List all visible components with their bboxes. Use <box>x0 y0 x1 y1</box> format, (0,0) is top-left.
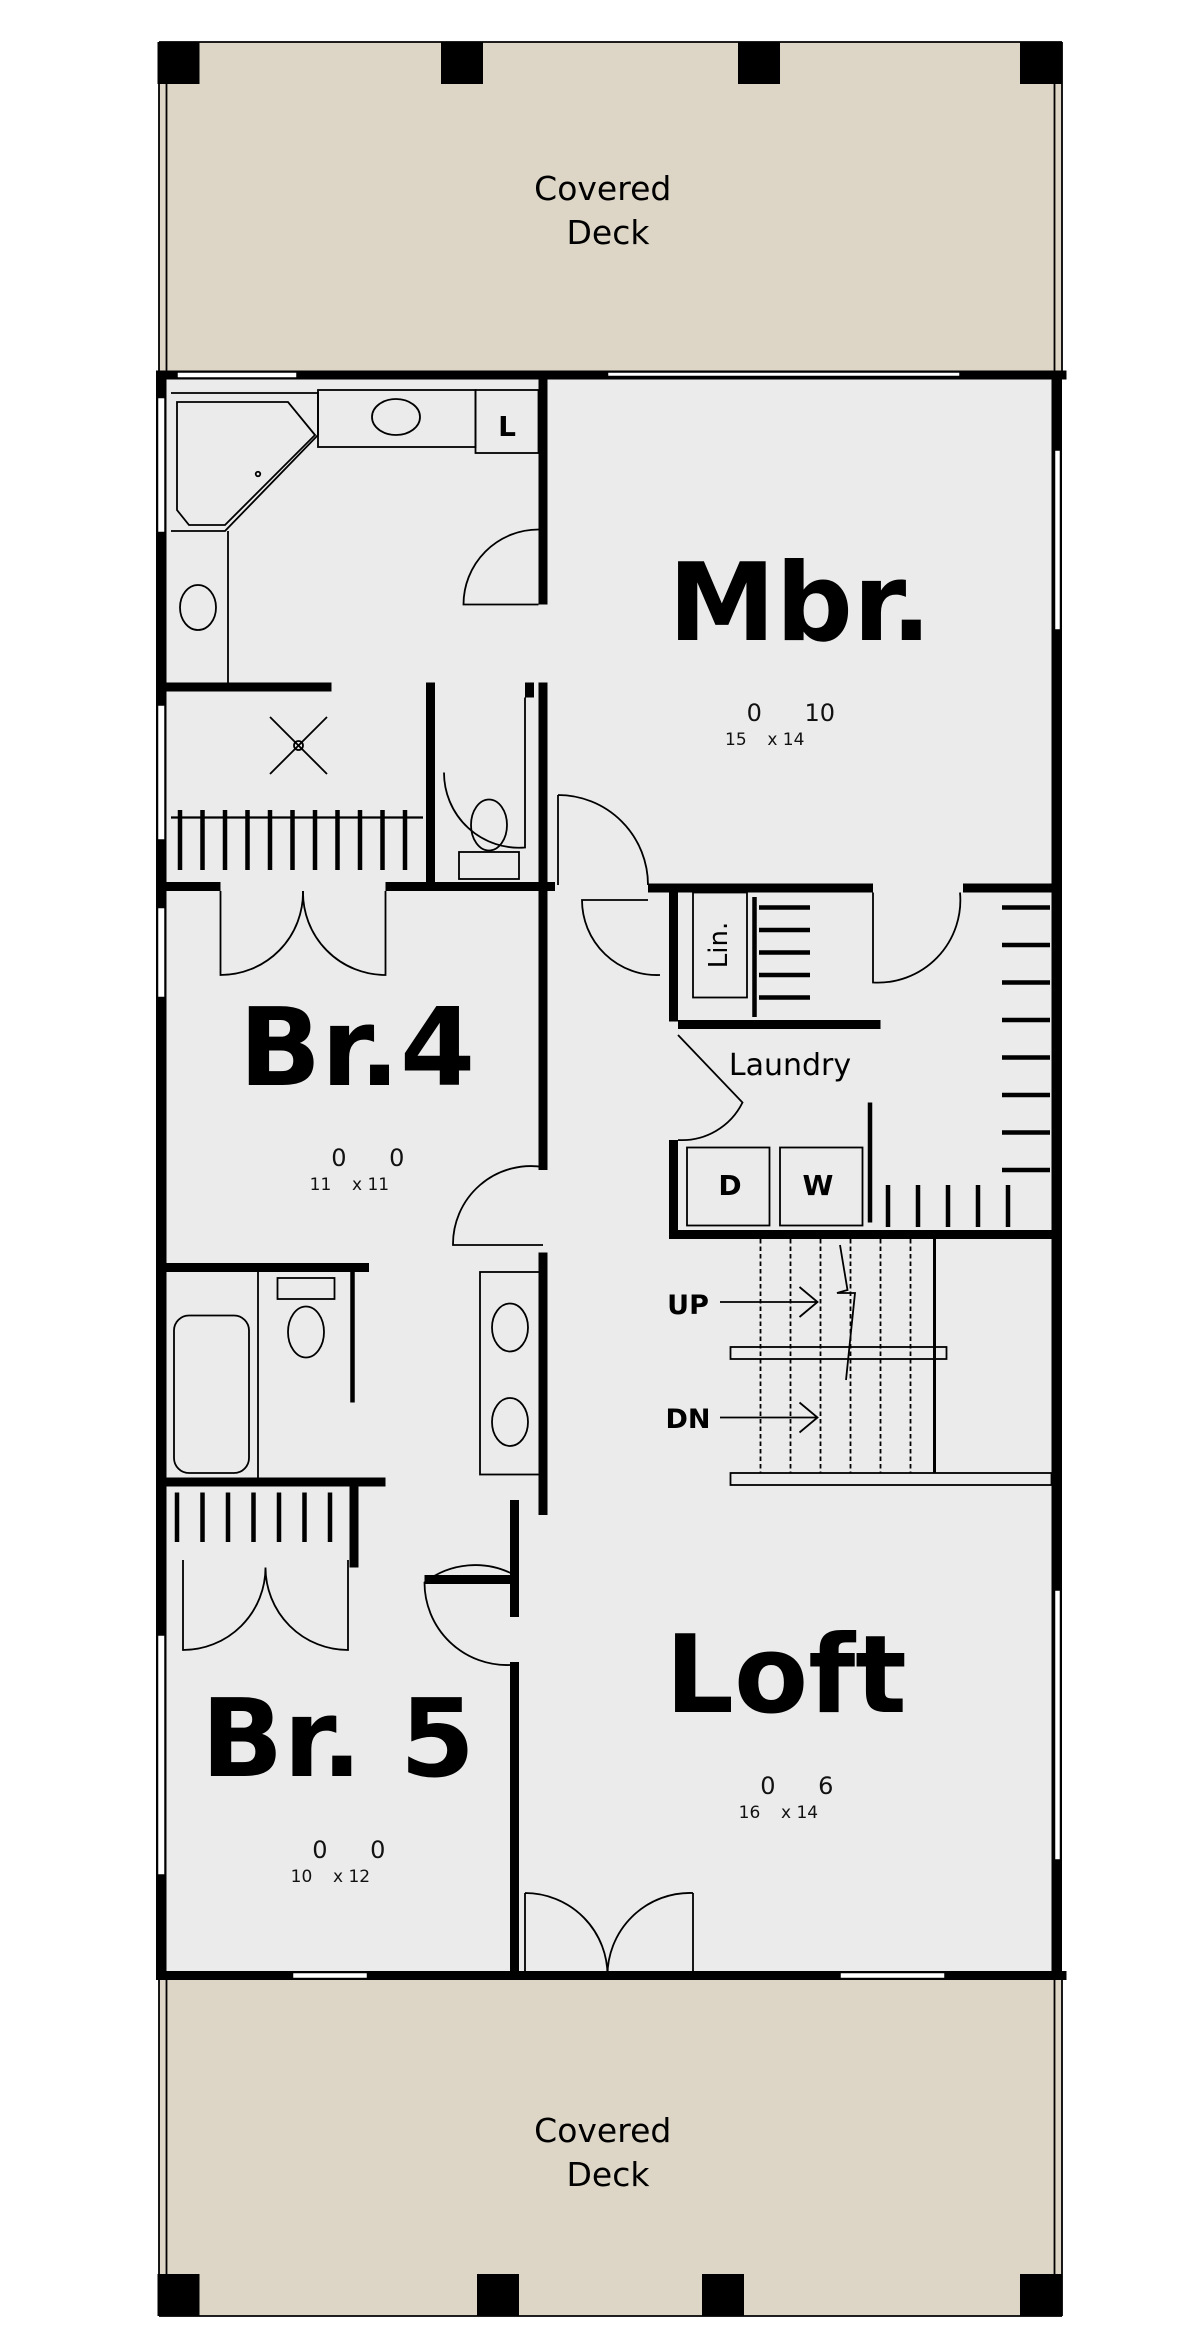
br4-closet-doors <box>219 890 387 976</box>
top-covered-deck <box>159 42 1062 375</box>
deck-railings <box>158 41 1063 2317</box>
dryer-label: D <box>718 1169 741 1202</box>
interior-floor <box>162 375 1059 1977</box>
staircase <box>720 1239 1053 1486</box>
master-bath-fixtures <box>171 389 540 880</box>
laundry-label: Laundry <box>729 1048 851 1083</box>
hall-doors <box>423 892 962 1978</box>
stairs-down-label: DN <box>665 1404 710 1435</box>
loft-dimensions: 160 x 146 <box>739 1772 834 1823</box>
deck-posts <box>157 42 1062 2316</box>
linen-label: Lin. <box>704 922 734 968</box>
mbr-name: Mbr. <box>668 541 932 666</box>
top-deck-label: Covered Deck <box>534 169 682 252</box>
br5-dimensions: 100 x 120 <box>291 1836 386 1887</box>
br4-dimensions: 110 x 110 <box>310 1144 405 1195</box>
closet-rods <box>174 897 1050 1542</box>
hall-bath-fixtures <box>173 1271 541 1651</box>
bottom-covered-deck <box>159 1977 1062 2316</box>
loft-name: Loft <box>665 1613 907 1738</box>
bath-doors <box>443 528 649 886</box>
windows <box>156 371 1062 1980</box>
br5-name: Br. 5 <box>201 1677 475 1802</box>
br4-name: Br.4 <box>239 986 475 1111</box>
linen-closet-label: L <box>498 410 516 443</box>
stairs-up-label: UP <box>667 1290 709 1321</box>
linen-laundry-fixtures <box>686 891 873 1227</box>
master-closet-rods <box>171 810 423 870</box>
bottom-deck-label: Covered Deck <box>534 2111 682 2194</box>
mbr-dimensions: 150 x 1410 <box>725 699 835 750</box>
washer-label: W <box>803 1169 834 1202</box>
